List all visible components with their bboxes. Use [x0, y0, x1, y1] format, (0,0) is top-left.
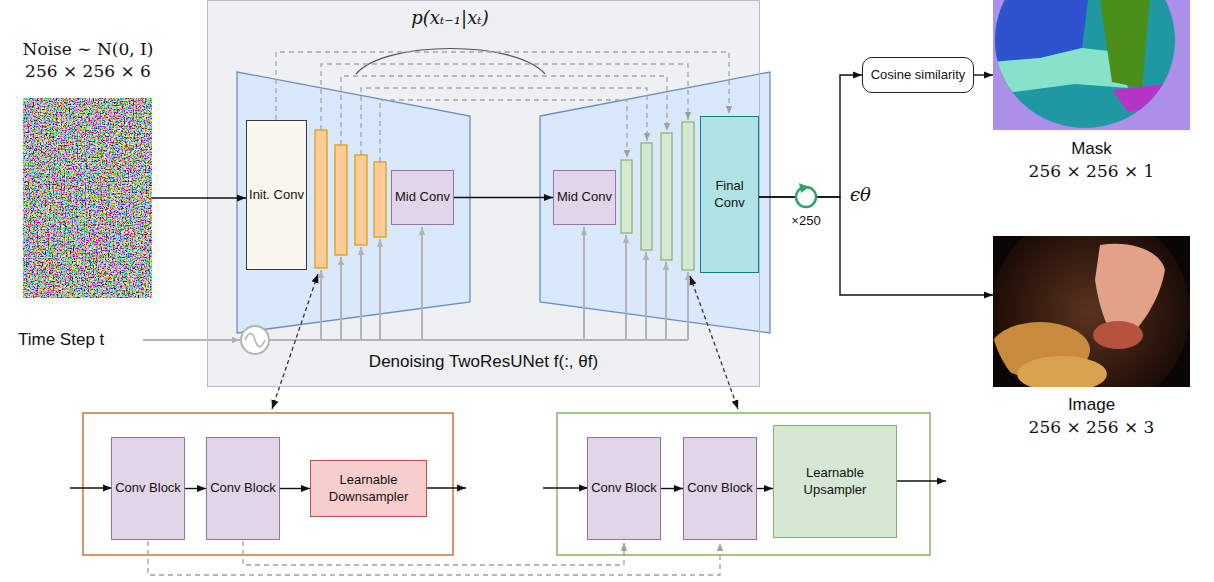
block-label: Learnable Downsampler [313, 472, 424, 506]
downsampler-block: Learnable Downsampler [310, 460, 427, 517]
figure-title: Mask [983, 138, 1200, 160]
panel-title: Denoising TwoResUNet f(:, θf) [369, 351, 598, 373]
noise-image [23, 98, 152, 298]
block-label: Conv Block [210, 480, 276, 497]
block-detail-links [272, 274, 738, 409]
conv-block: Conv Block [683, 437, 757, 540]
network-panel: Denoising TwoResUNet f(:, θf) Init. Conv M… [207, 0, 760, 387]
block-label: Final Conv [703, 178, 756, 212]
similarity-box: Cosine similarity [862, 57, 974, 93]
block-label: Mid Conv [557, 189, 612, 206]
upsampler-block: Learnable Upsampler [773, 425, 897, 538]
encoder-blocks [315, 130, 386, 268]
transition-formula: p(xₜ₋₁|xₜ) [411, 7, 489, 28]
flow-arrow [759, 197, 993, 295]
image-area [993, 0, 1190, 130]
image-area [23, 98, 152, 298]
conv-block: Conv Block [206, 437, 280, 540]
flow-arrow [759, 75, 862, 197]
transition-formula-holder: p(xₜ₋₁|xₜ) [380, 6, 520, 29]
flow-arrow [974, 74, 993, 75]
figure-title: Noise ∼ N(0, I) [8, 38, 168, 60]
init-conv-block: Init. Conv [246, 120, 307, 270]
segmentation-mask [993, 0, 1190, 130]
block-label: Init. Conv [249, 187, 304, 204]
dimension-label: 256 × 256 × 6 [8, 60, 168, 82]
block-label: Mid Conv [395, 189, 450, 206]
output-symbol-holder: ϵθ [850, 183, 894, 206]
mid-conv-block: Mid Conv [553, 170, 616, 225]
panel-fill [207, 0, 760, 387]
block-label: Conv Block [687, 480, 753, 497]
block-skip-links [148, 541, 720, 575]
skip-connections [276, 52, 729, 162]
iteration-count-holder: ×250 [781, 211, 831, 230]
output-symbol: ϵθ [850, 184, 871, 205]
decoder-blocks [621, 122, 694, 270]
flow-arrow [757, 488, 773, 489]
noise-input: Noise ∼ N(0, I)256 × 256 × 6 [8, 38, 168, 300]
sampling-arc [356, 49, 545, 75]
flow-arrow [280, 488, 310, 489]
iteration-count: ×250 [791, 213, 820, 228]
input-label-holder: Time Step t [18, 329, 143, 351]
iteration-icon [796, 183, 816, 207]
conv-block: Conv Block [587, 437, 661, 540]
dimension-label: 256 × 256 × 1 [983, 160, 1200, 182]
figure-title: Image [983, 394, 1200, 416]
surgical-image [993, 236, 1190, 387]
conv-block: Conv Block [111, 437, 185, 540]
block-label: Learnable Upsampler [776, 465, 894, 499]
time-embedding-arrows [143, 227, 688, 354]
input-label: Time Step t [18, 330, 104, 349]
flow-arrow [454, 197, 553, 198]
final-conv-block: Final Conv [700, 116, 759, 273]
block-label: Cosine similarity [871, 67, 966, 84]
flow-arrow [185, 488, 206, 489]
image-area [993, 236, 1190, 387]
block-label: Conv Block [115, 480, 181, 497]
image-output: Image256 × 256 × 3 [983, 236, 1200, 436]
mask-output: Mask256 × 256 × 1 [983, 0, 1200, 186]
encoder-decoder-shapes [237, 72, 770, 333]
mid-conv-block: Mid Conv [391, 170, 454, 225]
dimension-label: 256 × 256 × 3 [983, 416, 1200, 438]
block-detail-frames [83, 413, 930, 555]
flow-arrow [152, 197, 246, 198]
flow-arrow [661, 488, 683, 489]
block-label: Conv Block [591, 480, 657, 497]
